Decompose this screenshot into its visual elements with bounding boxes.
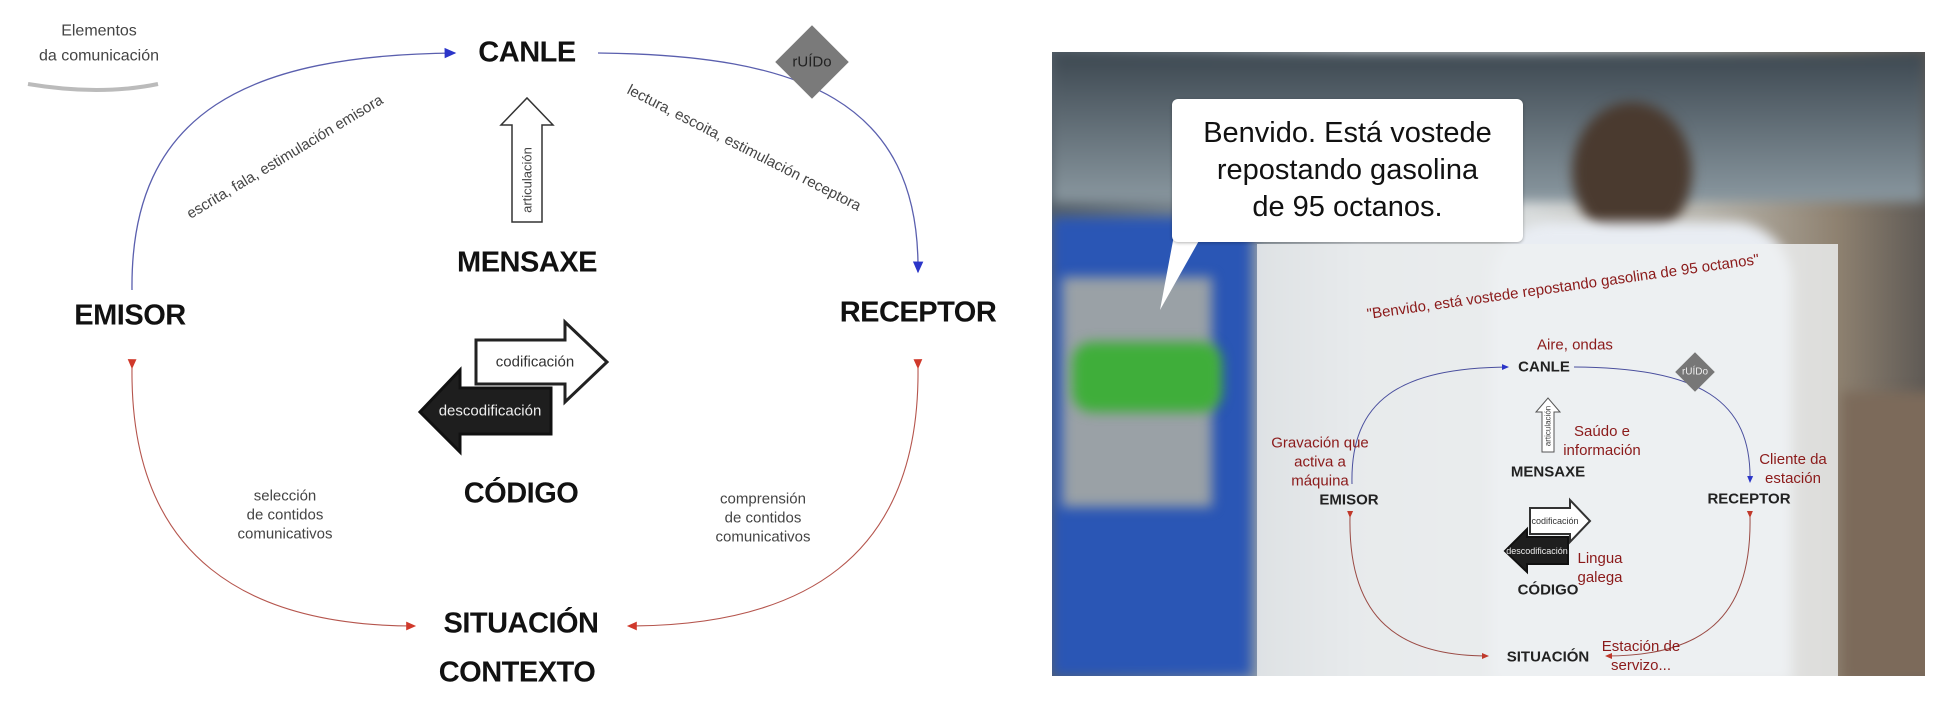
- bubble-line: de 95 octanos.: [1252, 191, 1443, 223]
- situacion-label: SITUACIÓN: [443, 607, 600, 640]
- canle-label: CANLE: [478, 36, 576, 69]
- note-line: comunicativos: [237, 525, 333, 543]
- text-line: Saúdo e: [1574, 423, 1630, 440]
- text-line: información: [1563, 442, 1641, 459]
- emisor-label: EMISOR: [74, 299, 186, 332]
- diagram-title-line2: da comunicación: [38, 47, 160, 65]
- codification-label: codificación: [495, 353, 575, 371]
- example-situacion-label: SITUACIÓN: [1506, 648, 1590, 666]
- example-mensaxe-label: MENSAXE: [1510, 463, 1586, 481]
- bubble-line: repostando gasolina: [1216, 154, 1479, 186]
- mensaxe-label: MENSAXE: [457, 246, 597, 279]
- text-line: Cliente da: [1759, 451, 1827, 468]
- speech-bubble-tail: [1160, 230, 1205, 310]
- example-codification-arrow-icon: [1529, 497, 1592, 545]
- speech-bubble: Benvido. Está vostede repostando gasolin…: [1172, 99, 1523, 242]
- arrow-canle-to-receptor: [597, 52, 924, 274]
- situation-example: Estación de servizo...: [1602, 637, 1680, 675]
- diagram-title-line1: Elementos: [61, 22, 137, 40]
- decodification-arrow-icon: [417, 366, 553, 456]
- arrow-situacion-receptor: [626, 359, 923, 631]
- example-noise-label: rUÍDo: [1681, 366, 1709, 378]
- text-line: estación: [1765, 470, 1821, 487]
- text-line: Gravación que: [1271, 434, 1369, 452]
- comprehension-note: comprensión de contidos comunicativos: [715, 490, 810, 547]
- code-example: Lingua galega: [1577, 549, 1622, 587]
- noise-diamond: [775, 25, 849, 99]
- note-line: de contidos: [724, 509, 802, 527]
- example-articulation-label: articulación: [1543, 405, 1553, 447]
- decodification-label: descodificación: [438, 402, 542, 420]
- car: [1842, 392, 1925, 676]
- note-line: de contidos: [246, 506, 324, 524]
- articulation-arrow-icon: [499, 96, 555, 223]
- text-line: máquina: [1291, 472, 1349, 490]
- example-decodification-label: descodificación: [1506, 546, 1568, 556]
- text-line: activa a: [1294, 453, 1346, 471]
- fuel-nozzles: [1072, 342, 1222, 412]
- note-line: selección: [253, 487, 317, 505]
- example-decodification-arrow-icon: [1503, 526, 1569, 575]
- codigo-label: CÓDIGO: [463, 477, 579, 510]
- message-example: Saúdo e información: [1563, 422, 1641, 460]
- receiver-example: Cliente da estación: [1759, 450, 1827, 488]
- codification-arrow-icon: [474, 318, 610, 406]
- contexto-label: CONTEXTO: [438, 656, 596, 689]
- text-line: galega: [1577, 569, 1623, 586]
- text-line: Estación de: [1601, 638, 1681, 655]
- noise-label: rUÍDo: [792, 53, 832, 71]
- example-canle-label: CANLE: [1518, 358, 1570, 376]
- example-codification-label: codificación: [1531, 516, 1579, 526]
- example-codigo-label: CÓDIGO: [1517, 581, 1579, 599]
- bubble-line: Benvido. Está vostede: [1203, 117, 1492, 149]
- text-line: Lingua: [1577, 550, 1623, 567]
- note-line: comunicativos: [715, 528, 811, 546]
- example-articulation-arrow-icon: [1534, 397, 1562, 453]
- example-receptor-label: RECEPTOR: [1707, 490, 1791, 508]
- arrow-emisor-to-canle: [131, 47, 457, 291]
- arrow-situacion-emisor: [127, 359, 417, 631]
- example-emisor-label: EMISOR: [1319, 491, 1379, 509]
- swoosh-underline: [27, 82, 159, 92]
- selection-note: selección de contidos comunicativos: [237, 487, 332, 544]
- person-head: [1572, 102, 1692, 242]
- receptor-label: RECEPTOR: [839, 296, 997, 329]
- sender-example: Gravación que activa a máquina: [1271, 434, 1369, 491]
- note-line: comprensión: [720, 490, 806, 508]
- text-line: servizo...: [1610, 657, 1672, 674]
- channel-example: Aire, ondas: [1537, 336, 1613, 354]
